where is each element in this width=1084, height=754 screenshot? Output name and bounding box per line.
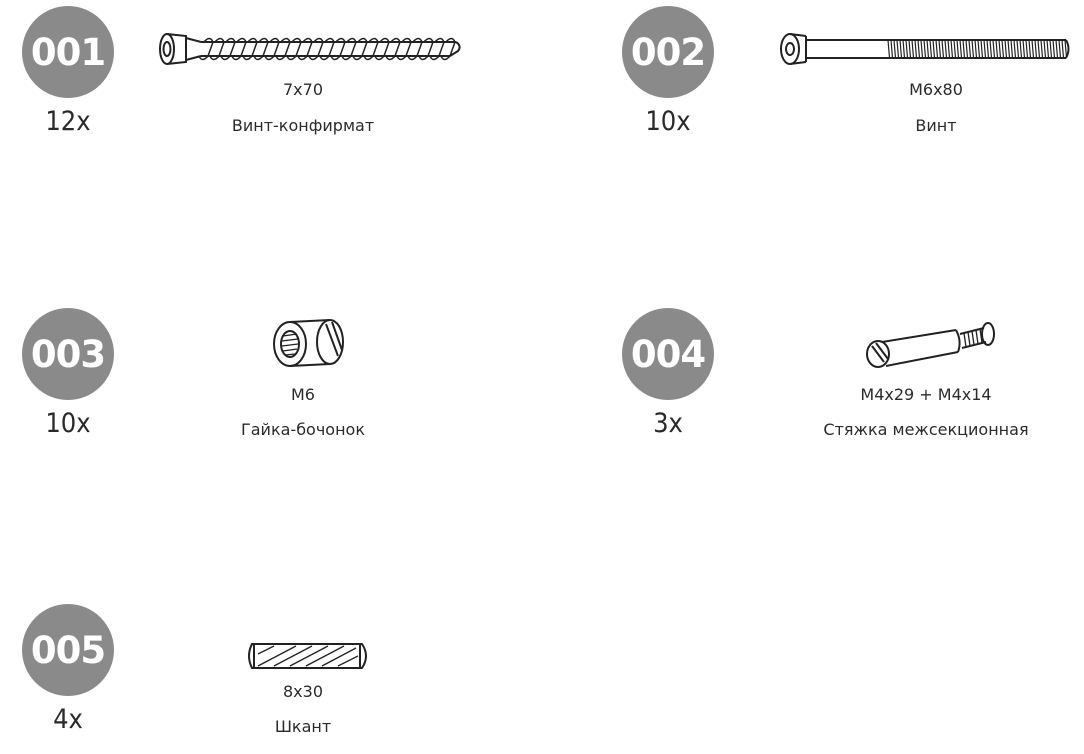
part-number-badge: 002 — [622, 6, 714, 98]
part-name-label: Винт-конфирмат — [231, 116, 375, 135]
quantity-label: 10x — [645, 106, 691, 137]
connector-bolt-icon — [866, 322, 995, 368]
part-004: 004 3x M4x29 + M4x14 Стяжка межсекционна… — [622, 308, 1082, 458]
part-name-label: Шкант — [274, 717, 332, 736]
part-size-label: 8x30 — [282, 682, 323, 701]
part-size-label: M6x80 — [909, 80, 963, 99]
wooden-dowel-icon — [248, 643, 367, 669]
part-number-badge: 004 — [622, 308, 714, 400]
part-001: 001 12x 7x70 Винт-конфирмат — [22, 6, 482, 156]
part-size-label: M6 — [291, 385, 315, 404]
part-size-label: M4x29 + M4x14 — [860, 385, 992, 404]
part-005: 005 4x 8x30 Шкант — [22, 604, 482, 754]
confirmat-screw-icon — [159, 33, 461, 65]
part-number-badge: 003 — [22, 308, 114, 400]
part-size-label: 7x70 — [282, 80, 323, 99]
quantity-label: 12x — [45, 106, 91, 137]
barrel-nut-icon — [273, 319, 344, 367]
part-name-label: Гайка-бочонок — [240, 420, 365, 439]
quantity-label: 4x — [53, 704, 83, 735]
part-name-label: Стяжка межсекционная — [823, 420, 1029, 439]
bolt-icon — [780, 33, 1070, 65]
part-003: 003 10x M6 Гайка-бочонок — [22, 308, 482, 458]
part-name-label: Винт — [915, 116, 957, 135]
quantity-label: 3x — [653, 408, 683, 439]
part-number-badge: 001 — [22, 6, 114, 98]
part-number-badge: 005 — [22, 604, 114, 696]
quantity-label: 10x — [45, 408, 91, 439]
part-002: 002 10x M6x80 Винт — [622, 6, 1082, 156]
